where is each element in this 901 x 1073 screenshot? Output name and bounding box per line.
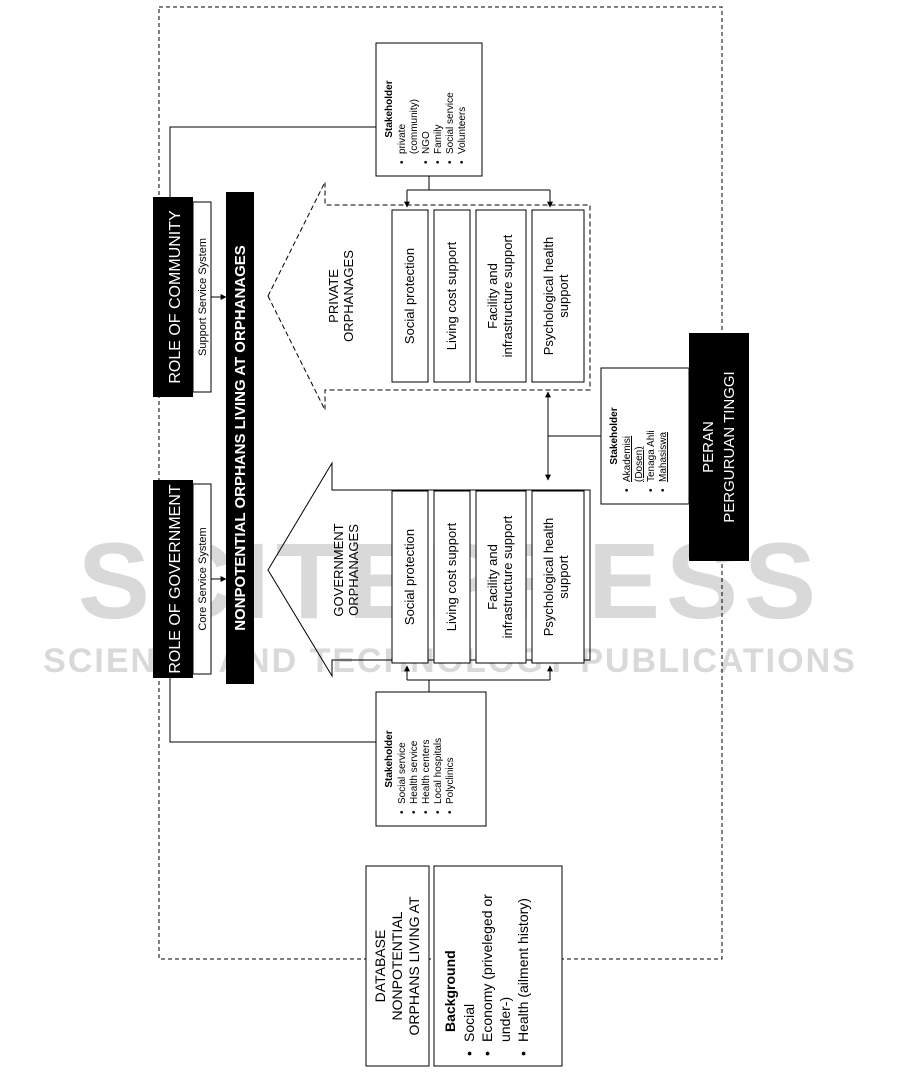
role-of-university: PERAN PERGURUAN TINGGI bbox=[689, 333, 749, 561]
government-stakeholder: Stakeholder • Social service • Health se… bbox=[375, 691, 487, 827]
role-of-government-bar bbox=[153, 480, 193, 678]
database-background-item: Health (ailment history) bbox=[515, 898, 531, 1042]
priv-support-box bbox=[531, 209, 585, 383]
bullet: • bbox=[461, 1051, 477, 1056]
government-stakeholder-title: Stakeholder bbox=[384, 730, 395, 787]
government-orphanages-line1: GOVERNMENT bbox=[331, 523, 346, 616]
bullet: • bbox=[658, 488, 669, 492]
bullet: • bbox=[433, 810, 444, 814]
government-supports: Social protection Living cost support Fa… bbox=[391, 490, 585, 664]
bullet: • bbox=[397, 160, 408, 164]
university-stakeholder-title: Stakeholder bbox=[609, 407, 620, 464]
university-stakeholder: Stakeholder • Akademisi (Dosen) • Tenaga… bbox=[600, 367, 690, 505]
community-stakeholder-box bbox=[375, 42, 483, 177]
priv-support-box bbox=[391, 209, 429, 383]
gov-stakeholder-link bbox=[169, 678, 376, 743]
database-background-box bbox=[433, 865, 563, 1067]
gov-support-line2: support bbox=[556, 555, 571, 599]
gov-support-box bbox=[433, 490, 471, 664]
gov-support-line1: Living cost support bbox=[444, 522, 459, 631]
government-stakeholder-item: Local hospitals bbox=[433, 738, 444, 804]
bullet: • bbox=[457, 160, 468, 164]
gov-support-box bbox=[391, 490, 429, 664]
community-stakeholder-item: Family bbox=[433, 125, 444, 154]
database-background-item: Social bbox=[461, 1004, 477, 1042]
role-of-university-line1: PERAN bbox=[700, 421, 717, 473]
university-stakeholder-box bbox=[600, 367, 690, 505]
database: DATABASE NONPOTENTIAL ORPHANS LIVING AT … bbox=[365, 865, 563, 1067]
role-of-government-title: ROLE OF GOVERNMENT bbox=[167, 484, 184, 674]
bullet: • bbox=[421, 810, 432, 814]
priv-support-box bbox=[433, 209, 471, 383]
bullet: • bbox=[646, 488, 657, 492]
gov-support-line1: Social protection bbox=[402, 529, 417, 625]
priv-support-line1: Facility and bbox=[485, 263, 500, 329]
government-stakeholder-item: Polyclinics bbox=[445, 757, 456, 804]
government-orphanages-arrow bbox=[267, 461, 591, 678]
government-stakeholder-item: Health centers bbox=[421, 740, 432, 804]
database-line1: DATABASE bbox=[372, 930, 388, 1003]
database-background-item: Economy (priveleged or bbox=[479, 894, 495, 1042]
gov-support-line2: infrastructure support bbox=[500, 515, 515, 638]
database-background-title: Background bbox=[442, 950, 458, 1032]
community-stakeholder-item: (community) bbox=[409, 99, 420, 154]
bullet: • bbox=[479, 1051, 495, 1056]
priv-support-line1: Social protection bbox=[402, 248, 417, 344]
government-stakeholder-box bbox=[375, 691, 487, 827]
main-banner: NONPOTENTIAL ORPHANS LIVING AT ORPHANAGE… bbox=[226, 192, 254, 684]
bullet: • bbox=[445, 810, 456, 814]
community-stakeholder-title: Stakeholder bbox=[384, 80, 395, 137]
main-banner-text: NONPOTENTIAL ORPHANS LIVING AT ORPHANAGE… bbox=[232, 245, 249, 631]
core-service-label: Core Service System bbox=[197, 527, 209, 630]
priv-support-box bbox=[475, 209, 527, 383]
priv-support-line1: Psychological health bbox=[541, 237, 556, 356]
gov-support-line1: Psychological health bbox=[541, 518, 556, 637]
bullet: • bbox=[622, 488, 633, 492]
private-orphanages-line1: PRIVATE bbox=[326, 269, 341, 323]
private-supports: Social protection Living cost support Fa… bbox=[391, 209, 585, 383]
bullet: • bbox=[397, 810, 408, 814]
main-banner-bar bbox=[226, 192, 254, 684]
university-stakeholder-item: Tenaga Ahli bbox=[646, 430, 657, 482]
support-service-label: Support Service System bbox=[197, 238, 209, 356]
private-orphanages-arrow bbox=[267, 181, 591, 411]
gov-support-box bbox=[475, 490, 527, 664]
university-stakeholder-item: Akademisi bbox=[622, 436, 633, 482]
priv-support-line2: infrastructure support bbox=[500, 234, 515, 357]
bullet: • bbox=[433, 160, 444, 164]
gov-support-box bbox=[531, 490, 585, 664]
bullet: • bbox=[421, 160, 432, 164]
priv-support-line1: Living cost support bbox=[444, 241, 459, 350]
database-line3: ORPHANS LIVING AT bbox=[406, 896, 422, 1035]
government-stakeholder-item: Social service bbox=[397, 742, 408, 804]
role-of-university-bar bbox=[689, 333, 749, 561]
database-line2: NONPOTENTIAL bbox=[389, 911, 405, 1020]
university-stakeholder-item: Mahasiswa bbox=[658, 432, 669, 482]
role-of-community-title: ROLE OF COMMUNITY bbox=[167, 210, 184, 384]
role-of-university-line2: PERGURUAN TINGGI bbox=[721, 371, 738, 522]
university-stakeholder-item: (Dosen) bbox=[634, 446, 645, 482]
community-stakeholder-link bbox=[169, 126, 376, 197]
bullet: • bbox=[515, 1051, 531, 1056]
gov-support-line1: Facility and bbox=[485, 544, 500, 610]
community-stakeholder-item: NGO bbox=[421, 131, 432, 154]
bullet: • bbox=[409, 810, 420, 814]
database-title-box bbox=[365, 865, 430, 1067]
role-of-government: ROLE OF GOVERNMENT Core Service System bbox=[153, 480, 212, 678]
community-stakeholder-item: Social service bbox=[445, 92, 456, 154]
government-orphanages-line2: ORPHANAGES bbox=[346, 524, 361, 616]
private-orphanages-line2: ORPHANAGES bbox=[341, 250, 356, 342]
role-of-community-bar bbox=[153, 197, 193, 397]
community-stakeholder-item: private bbox=[397, 124, 408, 154]
government-stakeholder-item: Health service bbox=[409, 740, 420, 804]
role-of-community: ROLE OF COMMUNITY Support Service System bbox=[153, 197, 212, 397]
community-stakeholder-item: Volunteers bbox=[457, 107, 468, 154]
priv-support-line2: support bbox=[556, 274, 571, 318]
database-background-item: under-) bbox=[497, 997, 513, 1042]
community-stakeholder: Stakeholder • private (community) • NGO … bbox=[375, 42, 483, 177]
bullet: • bbox=[445, 160, 456, 164]
